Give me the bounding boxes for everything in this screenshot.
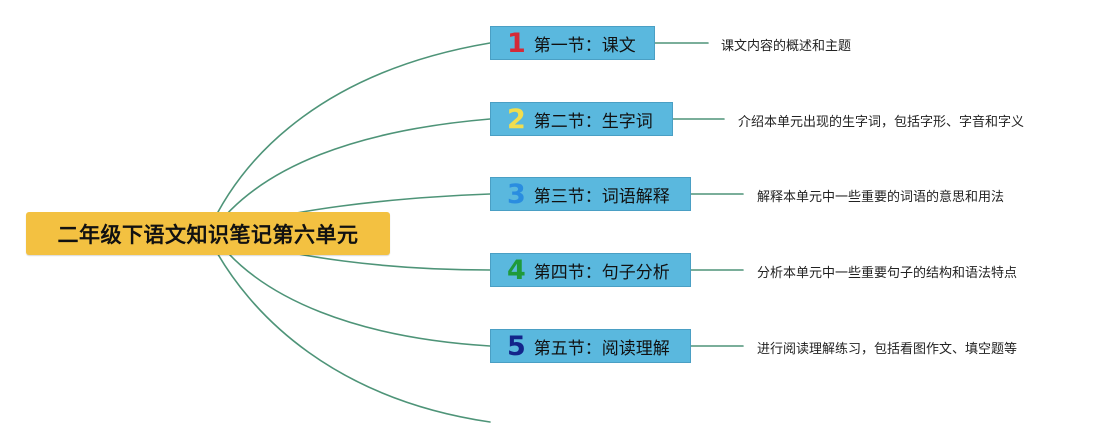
number-5-icon: 5 [507,330,526,362]
connector-branch-2 [211,118,491,233]
branch-node-1[interactable]: 1 第一节：课文 [490,26,655,60]
branch-node-2[interactable]: 2 第二节：生字词 [490,102,673,136]
root-topic[interactable]: 二年级下语文知识笔记第六单元 [26,212,390,255]
branch-description-5: 进行阅读理解练习，包括看图作文、填空题等 [757,342,1018,357]
root-topic-label: 二年级下语文知识笔记第六单元 [57,222,359,247]
connector-branch-5 [213,235,491,347]
number-2-icon: 2 [507,103,526,135]
branch-node-3[interactable]: 3 第三节：词语解释 [490,177,691,211]
number-1-icon: 1 [507,27,526,59]
branch-label: 第三节：词语解释 [533,186,670,207]
number-3-icon: 3 [507,178,526,210]
branch-label: 第二节：生字词 [533,111,653,132]
branch-description-3: 解释本单元中一些重要的词语的意思和用法 [757,190,1005,205]
branch-node-5[interactable]: 5 第五节：阅读理解 [490,329,691,363]
branch-label: 第一节：课文 [533,35,636,56]
connector-branch-6 [207,235,491,423]
branch-description-2: 介绍本单元出现的生字词，包括字形、字音和字义 [738,115,1025,130]
branch-node-4[interactable]: 4 第四节：句子分析 [490,253,691,287]
branch-label: 第五节：阅读理解 [533,338,670,359]
number-4-icon: 4 [507,254,526,286]
branch-description-1: 课文内容的概述和主题 [721,39,852,54]
branch-description-4: 分析本单元中一些重要句子的结构和语法特点 [757,266,1018,281]
branch-label: 第四节：句子分析 [533,262,670,283]
connector-branch-1 [207,42,491,233]
